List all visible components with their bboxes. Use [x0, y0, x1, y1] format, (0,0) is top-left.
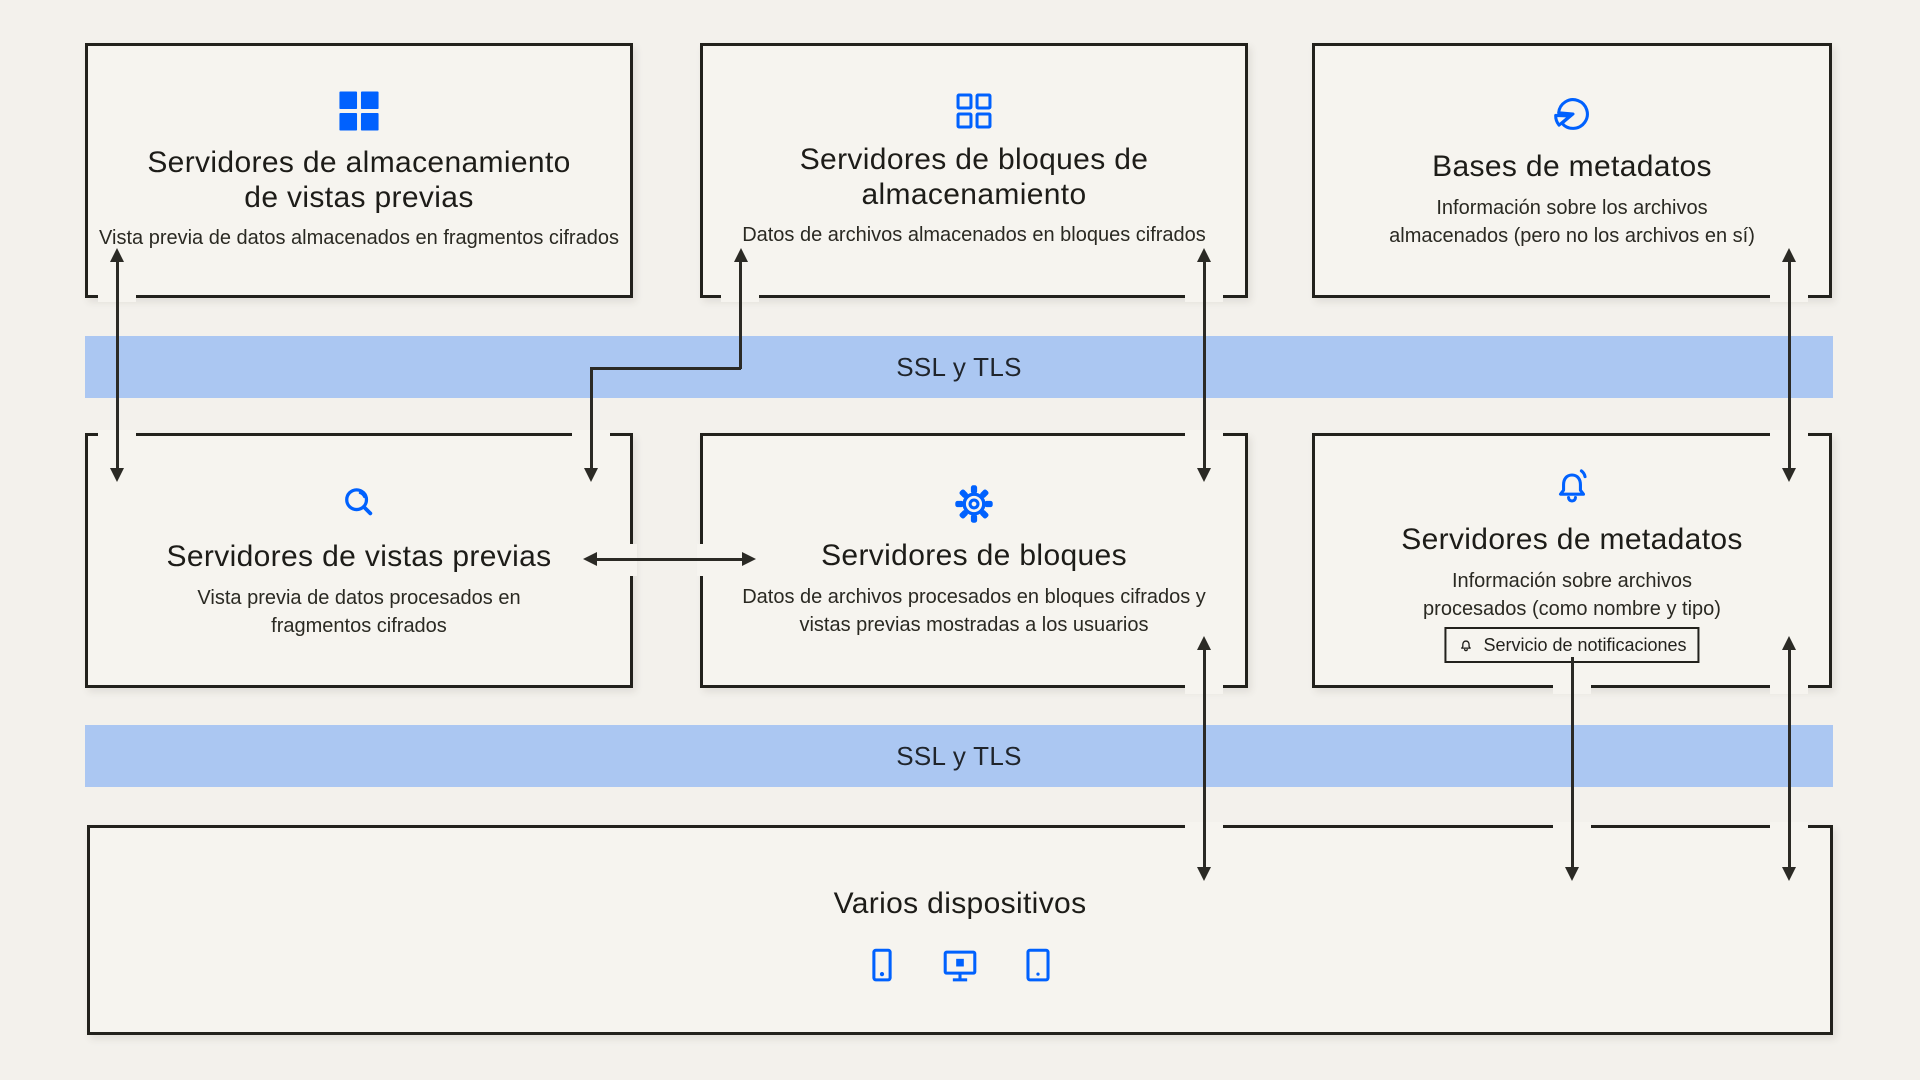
arrow-line	[590, 367, 741, 370]
arrow-line	[116, 260, 119, 470]
arrow-head	[1782, 248, 1796, 262]
search-icon	[336, 481, 382, 527]
box-preview-storage-servers: Servidores de almacenamiento de vistas p…	[85, 43, 633, 298]
box-title: Servidores de metadatos	[1401, 523, 1743, 557]
phone-icon	[861, 945, 903, 987]
box-block-servers: Servidores de bloques Datos de archivos …	[700, 433, 1248, 688]
gear-icon	[952, 482, 996, 526]
arrow-head	[110, 468, 124, 482]
box-title: Servidores de bloques	[821, 539, 1127, 573]
monitor-icon	[939, 945, 981, 987]
arrow-head	[1197, 248, 1211, 262]
box-subtitle: Datos de archivos almacenados en bloques…	[742, 223, 1206, 246]
box-title: Servidores de vistas previas	[166, 540, 552, 574]
grid-filled-icon	[337, 89, 381, 133]
box-title: Servidores de almacenamiento de vistas p…	[147, 146, 571, 214]
box-subtitle: Información sobre archivos procesados (c…	[1423, 569, 1721, 620]
arrow-head	[1782, 867, 1796, 881]
ssl-tls-label: SSL y TLS	[896, 351, 1022, 382]
box-title: Servidores de bloques de almacenamiento	[799, 143, 1149, 211]
arrow-line	[1571, 657, 1574, 869]
box-preview-servers: Servidores de vistas previas Vista previ…	[85, 433, 633, 688]
box-title: Bases de metadatos	[1432, 150, 1712, 184]
arrow-head	[583, 552, 597, 566]
arrow-head	[584, 468, 598, 482]
box-subtitle: Vista previa de datos almacenados en fra…	[99, 226, 619, 249]
ssl-tls-label: SSL y TLS	[896, 740, 1022, 771]
arrow-line	[596, 558, 742, 561]
box-devices: Varios dispositivos	[87, 825, 1833, 1035]
bell-icon	[1549, 464, 1595, 510]
arrow-line	[590, 367, 593, 470]
ssl-tls-band-top: SSL y TLS	[85, 336, 1833, 398]
bell-icon-small	[1457, 637, 1474, 654]
arrow-head	[110, 248, 124, 262]
arrow-head	[1782, 468, 1796, 482]
arrow-head	[742, 552, 756, 566]
arrow-head	[734, 248, 748, 262]
grid-outline-icon	[955, 92, 993, 130]
box-metadata-databases: Bases de metadatos Información sobre los…	[1312, 43, 1832, 298]
arrow-line	[739, 260, 742, 369]
arrow-head	[1782, 636, 1796, 650]
box-subtitle: Información sobre los archivos almacenad…	[1389, 196, 1755, 247]
arrow-head	[1565, 867, 1579, 881]
arrow-line	[1203, 260, 1206, 470]
device-icons-row	[861, 945, 1059, 987]
arrow-head	[1197, 468, 1211, 482]
box-subtitle: Datos de archivos procesados en bloques …	[742, 585, 1206, 636]
arrow-head	[1197, 636, 1211, 650]
pie-chart-icon	[1549, 91, 1595, 137]
notification-service-badge: Servicio de notificaciones	[1444, 627, 1700, 663]
notification-service-label: Servicio de notificaciones	[1483, 634, 1687, 655]
tablet-icon	[1017, 945, 1059, 987]
arrow-line	[1203, 648, 1206, 869]
box-storage-block-servers: Servidores de bloques de almacenamiento …	[700, 43, 1248, 298]
arrow-line	[1788, 648, 1791, 869]
box-subtitle: Vista previa de datos procesados en frag…	[197, 586, 521, 637]
ssl-tls-band-bottom: SSL y TLS	[85, 725, 1833, 787]
box-title: Varios dispositivos	[833, 886, 1087, 920]
arrow-head	[1197, 867, 1211, 881]
arrow-line	[1788, 260, 1791, 470]
